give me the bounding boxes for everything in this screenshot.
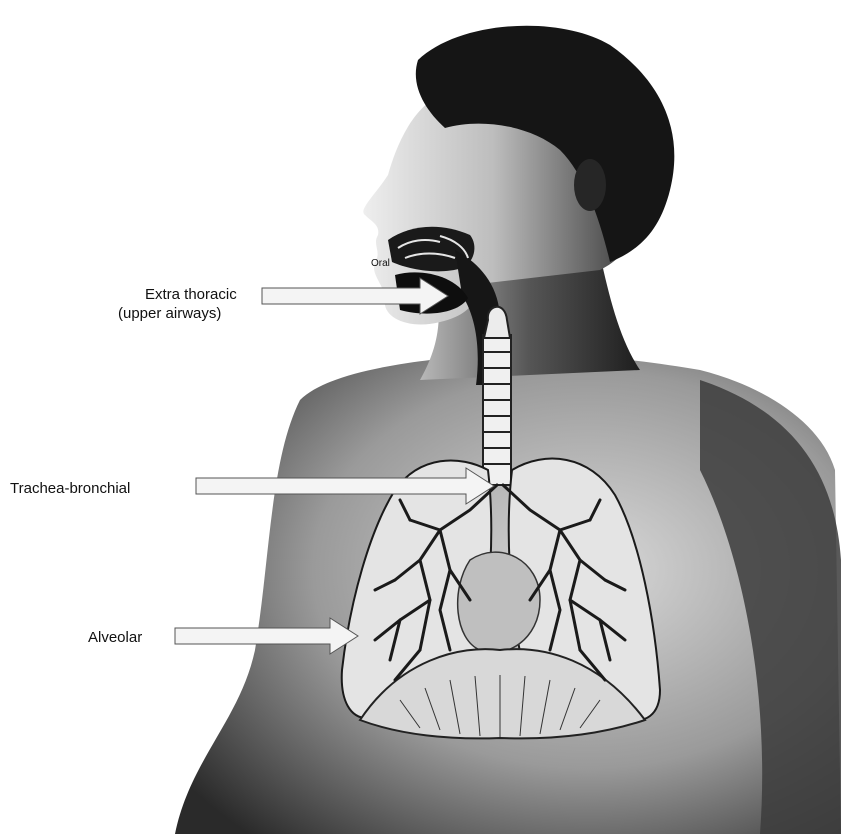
label-alveolar: Alveolar <box>88 628 142 647</box>
label-mouth-marker: Oral <box>371 258 390 270</box>
ear <box>574 159 606 211</box>
label-trachea-bronchial: Trachea-bronchial <box>10 479 130 498</box>
arrow-extra-thoracic <box>262 278 448 314</box>
trachea <box>483 307 511 485</box>
label-extra-thoracic: Extra thoracic <box>145 285 237 304</box>
label-upper-airways: (upper airways) <box>118 304 221 323</box>
